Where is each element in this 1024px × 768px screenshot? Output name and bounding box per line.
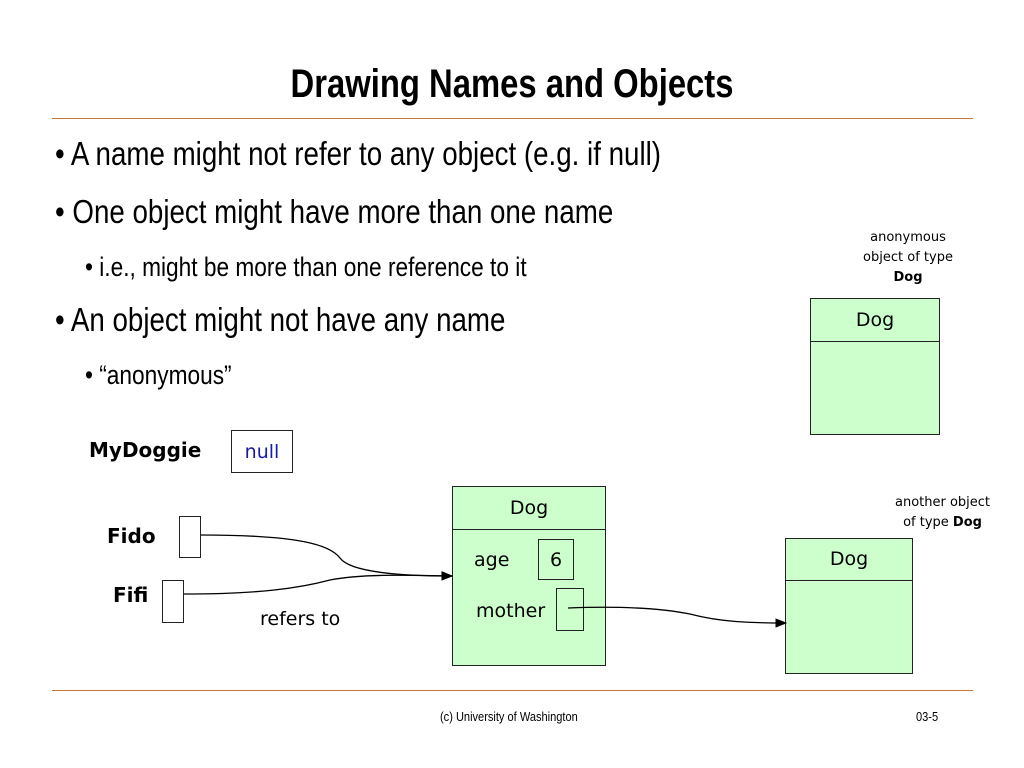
slide-title: Drawing Names and Objects [290,62,734,106]
title-rule [52,118,973,119]
anonymous-note-line1: anonymous [870,230,946,245]
subbullet-multiple-references: • i.e., might be more than one reference… [85,252,527,282]
mother-reference-box [556,588,584,631]
another-note-line2: of type Dog [880,513,1005,533]
footer-credit: (c) University of Washington [440,709,578,724]
fido-reference-box [179,516,201,558]
anonymous-dog-object: Dog [810,298,940,435]
bullet-null-name: • A name might not refer to any object (… [55,135,662,172]
anonymous-note-type: Dog [893,270,923,285]
mother-reference-arrow [567,606,788,628]
mother-field-label: mother [476,600,546,622]
fido-reference-arrow [200,534,454,581]
mydoggie-null-box: null [231,430,293,473]
another-note-line1: another object [894,495,991,510]
other-dog-type-label: Dog [786,539,912,581]
fido-label: Fido [107,524,156,548]
dog-object: Dog age 6 mother [452,486,606,666]
fifi-reference-box [162,580,184,623]
refers-to-label: refers to [260,608,341,630]
page-number: 03-5 [916,709,939,724]
anonymous-dog-type-label: Dog [811,299,939,342]
mydoggie-label: MyDoggie [89,438,202,462]
another-note-prefix: of type [903,515,953,530]
another-object-note: another object of type Dog [880,493,1005,533]
age-value-box: 6 [538,539,574,580]
another-note-type: Dog [952,515,982,530]
subbullet-anonymous: • “anonymous” [85,360,232,390]
bullet-multiple-names: • One object might have more than one na… [55,193,614,230]
anonymous-object-note: anonymous object of type Dog [848,228,968,288]
bullet-no-name: • An object might not have any name [55,301,506,338]
anonymous-note-line2: object of type [863,250,953,265]
fifi-label: Fifi [113,583,149,607]
dog-object-type-label: Dog [453,487,605,530]
footer-rule [52,690,973,691]
other-dog-object: Dog [785,538,913,674]
age-field-label: age [474,549,510,571]
fifi-reference-arrow [183,571,454,595]
